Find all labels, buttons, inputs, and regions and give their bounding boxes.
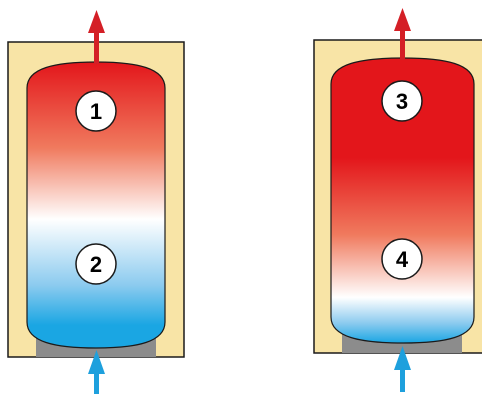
marker-4: 4: [381, 238, 423, 280]
cold-inlet-arrow: [88, 350, 105, 394]
tank-left: 1 2: [7, 10, 185, 394]
water-tank-body: [27, 62, 165, 348]
hot-outlet-arrow: [88, 10, 105, 64]
tank-outline: [330, 57, 475, 344]
marker-3: 3: [381, 80, 423, 122]
svg-text:2: 2: [90, 252, 102, 277]
tank-right: 3 4: [313, 8, 482, 392]
marker-1: 1: [75, 90, 117, 132]
cold-inlet-arrow: [394, 346, 411, 392]
svg-text:1: 1: [90, 99, 102, 124]
water-tank-body: [331, 58, 474, 343]
marker-2: 2: [75, 243, 117, 285]
svg-text:3: 3: [396, 89, 408, 114]
hot-outlet-arrow: [394, 8, 411, 60]
svg-text:4: 4: [396, 247, 409, 272]
tank-outline: [26, 61, 166, 349]
